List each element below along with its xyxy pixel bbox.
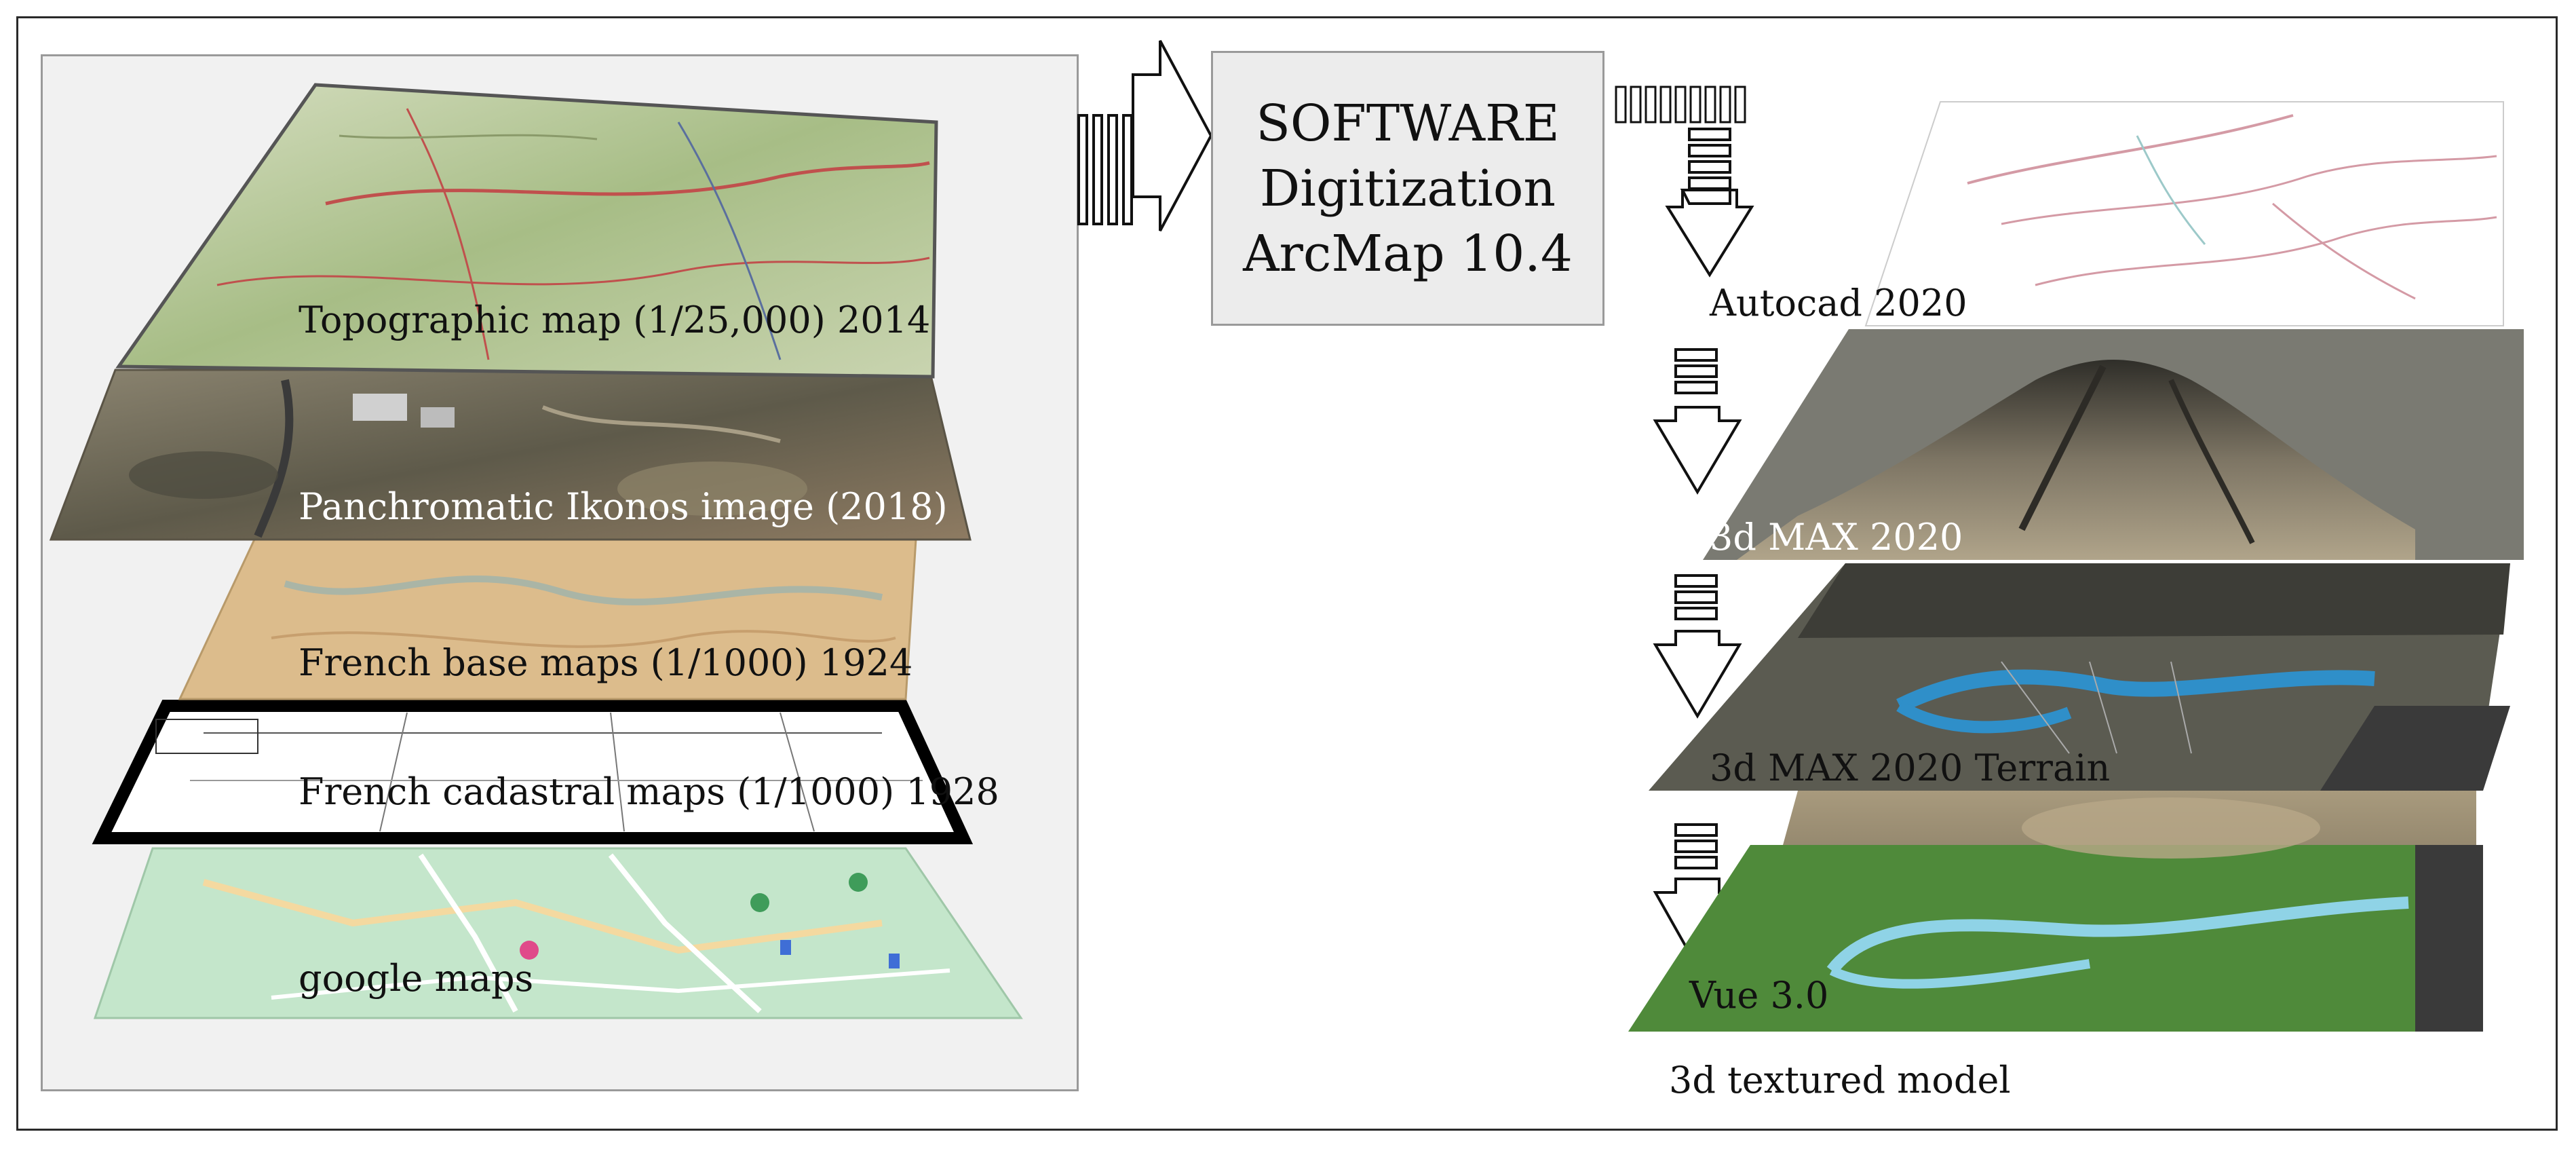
label-french-base: French base maps (1/1000) 1924 [299, 641, 913, 684]
down-arrow-3-icon [1653, 574, 1742, 719]
software-box: SOFTWARE Digitization ArcMap 10.4 [1211, 51, 1604, 326]
label-french-cadastral: French cadastral maps (1/1000) 1928 [299, 770, 999, 813]
down-arrow-2-icon [1653, 348, 1742, 495]
terrain-layer [1649, 563, 2510, 791]
label-3dmax: 3d MAX 2020 [1710, 516, 1963, 559]
vue-textured-layer [1628, 791, 2483, 1032]
autocad-layer [1864, 101, 2504, 326]
google-maps-layer [93, 847, 1023, 1019]
label-textured-model: 3d textured model [1669, 1059, 2011, 1101]
label-autocad: Autocad 2020 [1710, 282, 1967, 324]
ikonos-image-layer [49, 369, 972, 541]
down-arrow-1-icon [1665, 128, 1754, 278]
software-title: SOFTWARE [1256, 94, 1560, 153]
software-output-dashes [1615, 86, 1746, 124]
outer-frame [16, 16, 2558, 1131]
label-topographic: Topographic map (1/25,000) 2014 [299, 299, 931, 341]
cadastral-map-layer [92, 700, 974, 844]
label-panchromatic: Panchromatic Ikonos image (2018) [299, 485, 948, 528]
label-google: google maps [299, 957, 534, 1000]
software-name: ArcMap 10.4 [1243, 224, 1573, 283]
label-terrain: 3d MAX 2020 Terrain [1710, 747, 2111, 789]
software-subtitle: Digitization [1259, 159, 1556, 218]
arrow-to-software-icon [1077, 40, 1213, 231]
max-mountain-layer [1703, 329, 2524, 560]
topographic-map-layer [115, 83, 938, 379]
french-base-map-layer [178, 538, 917, 700]
label-vue: Vue 3.0 [1689, 974, 1829, 1017]
